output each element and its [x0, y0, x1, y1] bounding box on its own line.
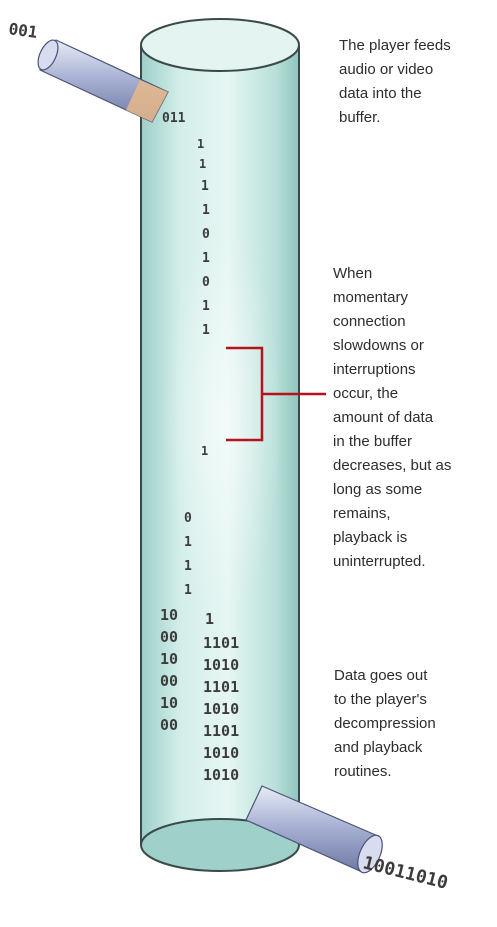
- incoming-bits: 001: [7, 19, 38, 42]
- svg-text:0: 0: [202, 275, 210, 290]
- svg-text:00: 00: [160, 628, 178, 646]
- svg-text:1010: 1010: [203, 744, 239, 762]
- svg-text:1: 1: [201, 179, 209, 194]
- outgoing-bits: 10011010: [361, 852, 450, 893]
- svg-text:0: 0: [184, 511, 192, 526]
- svg-text:1: 1: [184, 535, 192, 550]
- svg-text:1: 1: [202, 323, 210, 338]
- caption-input: The player feeds audio or video data int…: [339, 37, 451, 126]
- svg-text:1101: 1101: [203, 634, 239, 652]
- svg-text:1: 1: [184, 583, 192, 598]
- svg-text:1: 1: [197, 137, 204, 151]
- svg-text:1101: 1101: [203, 722, 239, 740]
- svg-text:10: 10: [160, 650, 178, 668]
- svg-text:1: 1: [201, 444, 208, 458]
- svg-text:1: 1: [205, 610, 214, 628]
- input-pipe: 001: [7, 19, 169, 123]
- svg-text:10: 10: [160, 694, 178, 712]
- caption-output: Data goes out to the player's decompress…: [334, 667, 436, 780]
- svg-text:1010: 1010: [203, 766, 239, 784]
- caption-slowdown: When momentary connection slowdowns or i…: [333, 265, 452, 570]
- svg-text:1: 1: [202, 251, 210, 266]
- svg-text:1010: 1010: [203, 700, 239, 718]
- svg-text:1010: 1010: [203, 656, 239, 674]
- svg-text:00: 00: [160, 672, 178, 690]
- svg-text:1: 1: [199, 157, 206, 171]
- svg-text:10: 10: [160, 606, 178, 624]
- svg-text:00: 00: [160, 716, 178, 734]
- svg-text:1101: 1101: [203, 678, 239, 696]
- svg-text:011: 011: [162, 111, 186, 126]
- svg-text:1: 1: [202, 299, 210, 314]
- svg-text:1: 1: [202, 203, 210, 218]
- depletion-bracket: [226, 346, 326, 442]
- svg-text:1: 1: [184, 559, 192, 574]
- buffer-cylinder: [140, 18, 300, 872]
- buffer-data-stream: 011 1 1 1 1 0 1 0 1 1 1 0 1 1 1 10 00 10…: [160, 111, 239, 784]
- svg-text:0: 0: [202, 227, 210, 242]
